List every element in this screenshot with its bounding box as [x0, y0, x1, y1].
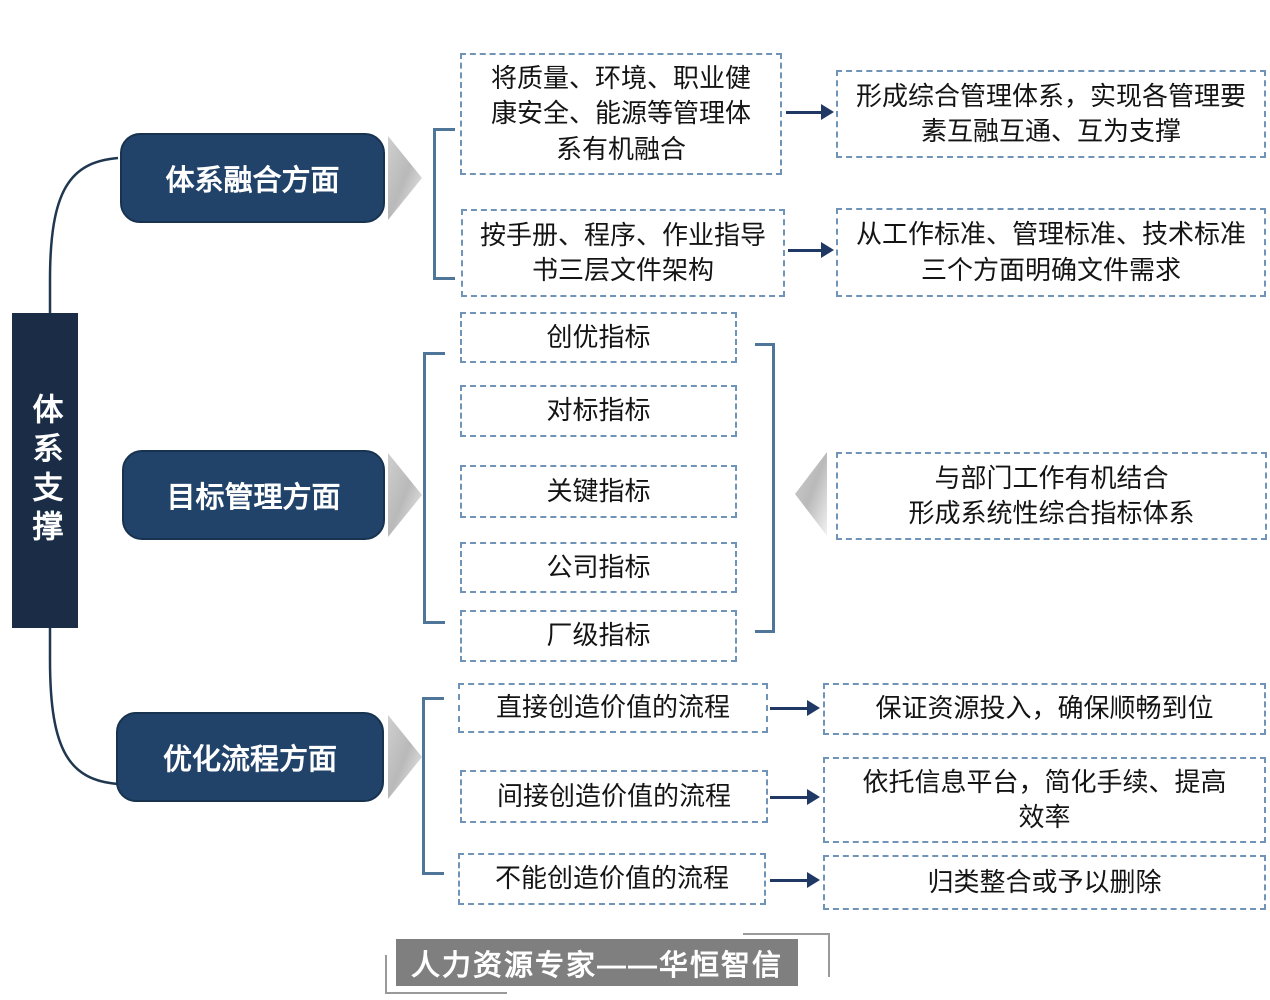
footer-frame-topright — [743, 933, 830, 977]
indicators-right-bracket — [755, 343, 775, 633]
result-box: 与部门工作有机结合 形成系统性综合指标体系 — [836, 452, 1267, 540]
arrow-right-icon — [786, 104, 834, 120]
arrow-right-icon — [788, 242, 834, 258]
arrow-right-icon — [770, 700, 820, 716]
effect-text: 依托信息平台，简化手续、提高效率 — [862, 766, 1227, 832]
cause-text: 将质量、环境、职业健康安全、能源等管理体系有机融合 — [490, 63, 751, 164]
branch-system-integration: 体系融合方面 — [120, 133, 385, 223]
indicator-text: 公司指标 — [546, 551, 651, 582]
cause-text: 不能创造价值的流程 — [494, 863, 729, 894]
cause-box: 间接创造价值的流程 — [460, 770, 768, 823]
indicator-text: 对标指标 — [546, 395, 651, 426]
arrow-right-icon — [770, 872, 820, 888]
indicator-box: 创优指标 — [460, 312, 737, 363]
cause-box: 按手册、程序、作业指导书三层文件架构 — [461, 209, 785, 297]
indicator-box: 关键指标 — [460, 465, 737, 518]
branch-label: 体系融合方面 — [165, 165, 340, 197]
effect-box: 依托信息平台，简化手续、提高效率 — [823, 757, 1266, 843]
indicator-text: 厂级指标 — [546, 620, 651, 651]
effect-text: 归类整合或予以删除 — [927, 866, 1162, 897]
result-line1: 与部门工作有机结合 — [934, 462, 1169, 493]
footer-label: 人力资源专家——华恒智信 — [410, 949, 783, 982]
effect-text: 保证资源投入，确保顺畅到位 — [875, 693, 1214, 724]
indicator-text: 创优指标 — [546, 321, 651, 352]
effect-box: 保证资源投入，确保顺畅到位 — [823, 683, 1266, 735]
indicator-box: 对标指标 — [460, 385, 737, 437]
branch-label: 目标管理方面 — [166, 482, 341, 514]
cause-text: 间接创造价值的流程 — [496, 780, 731, 811]
cause-text: 按手册、程序、作业指导书三层文件架构 — [479, 219, 766, 285]
effect-box: 形成综合管理体系，实现各管理要素互融互通、互为支撑 — [836, 70, 1266, 158]
chevron-right-icon — [388, 453, 422, 537]
indicators-left-bracket — [423, 352, 445, 624]
effect-box: 从工作标准、管理标准、技术标准三个方面明确文件需求 — [836, 208, 1266, 297]
result-line2: 形成系统性综合指标体系 — [908, 498, 1195, 528]
cause-box: 将质量、环境、职业健康安全、能源等管理体系有机融合 — [460, 53, 782, 175]
effect-text: 从工作标准、管理标准、技术标准三个方面明确文件需求 — [855, 219, 1246, 285]
branch-process-optimization: 优化流程方面 — [116, 712, 384, 802]
chevron-left-icon — [795, 452, 827, 536]
footer-frame-bottomleft — [385, 955, 507, 994]
cause-box: 直接创造价值的流程 — [458, 683, 768, 733]
branch1-bracket — [433, 128, 455, 280]
effect-box: 归类整合或予以删除 — [823, 855, 1266, 910]
indicator-text: 关键指标 — [546, 475, 651, 506]
cause-text: 直接创造价值的流程 — [495, 692, 730, 723]
branch3-bracket — [422, 697, 444, 875]
indicator-box: 公司指标 — [460, 542, 737, 593]
arrow-right-icon — [770, 789, 820, 805]
effect-text: 形成综合管理体系，实现各管理要素互融互通、互为支撑 — [855, 80, 1246, 146]
branch-label: 优化流程方面 — [162, 744, 337, 776]
branch-target-management: 目标管理方面 — [122, 450, 385, 540]
cause-box: 不能创造价值的流程 — [458, 853, 766, 905]
root-label: 体系支撑 — [27, 392, 63, 549]
chevron-right-icon — [388, 136, 422, 220]
chevron-right-icon — [388, 715, 422, 799]
root-node: 体系支撑 — [12, 313, 78, 628]
indicator-box: 厂级指标 — [460, 610, 737, 662]
footer-banner: 人力资源专家——华恒智信 — [396, 939, 798, 986]
